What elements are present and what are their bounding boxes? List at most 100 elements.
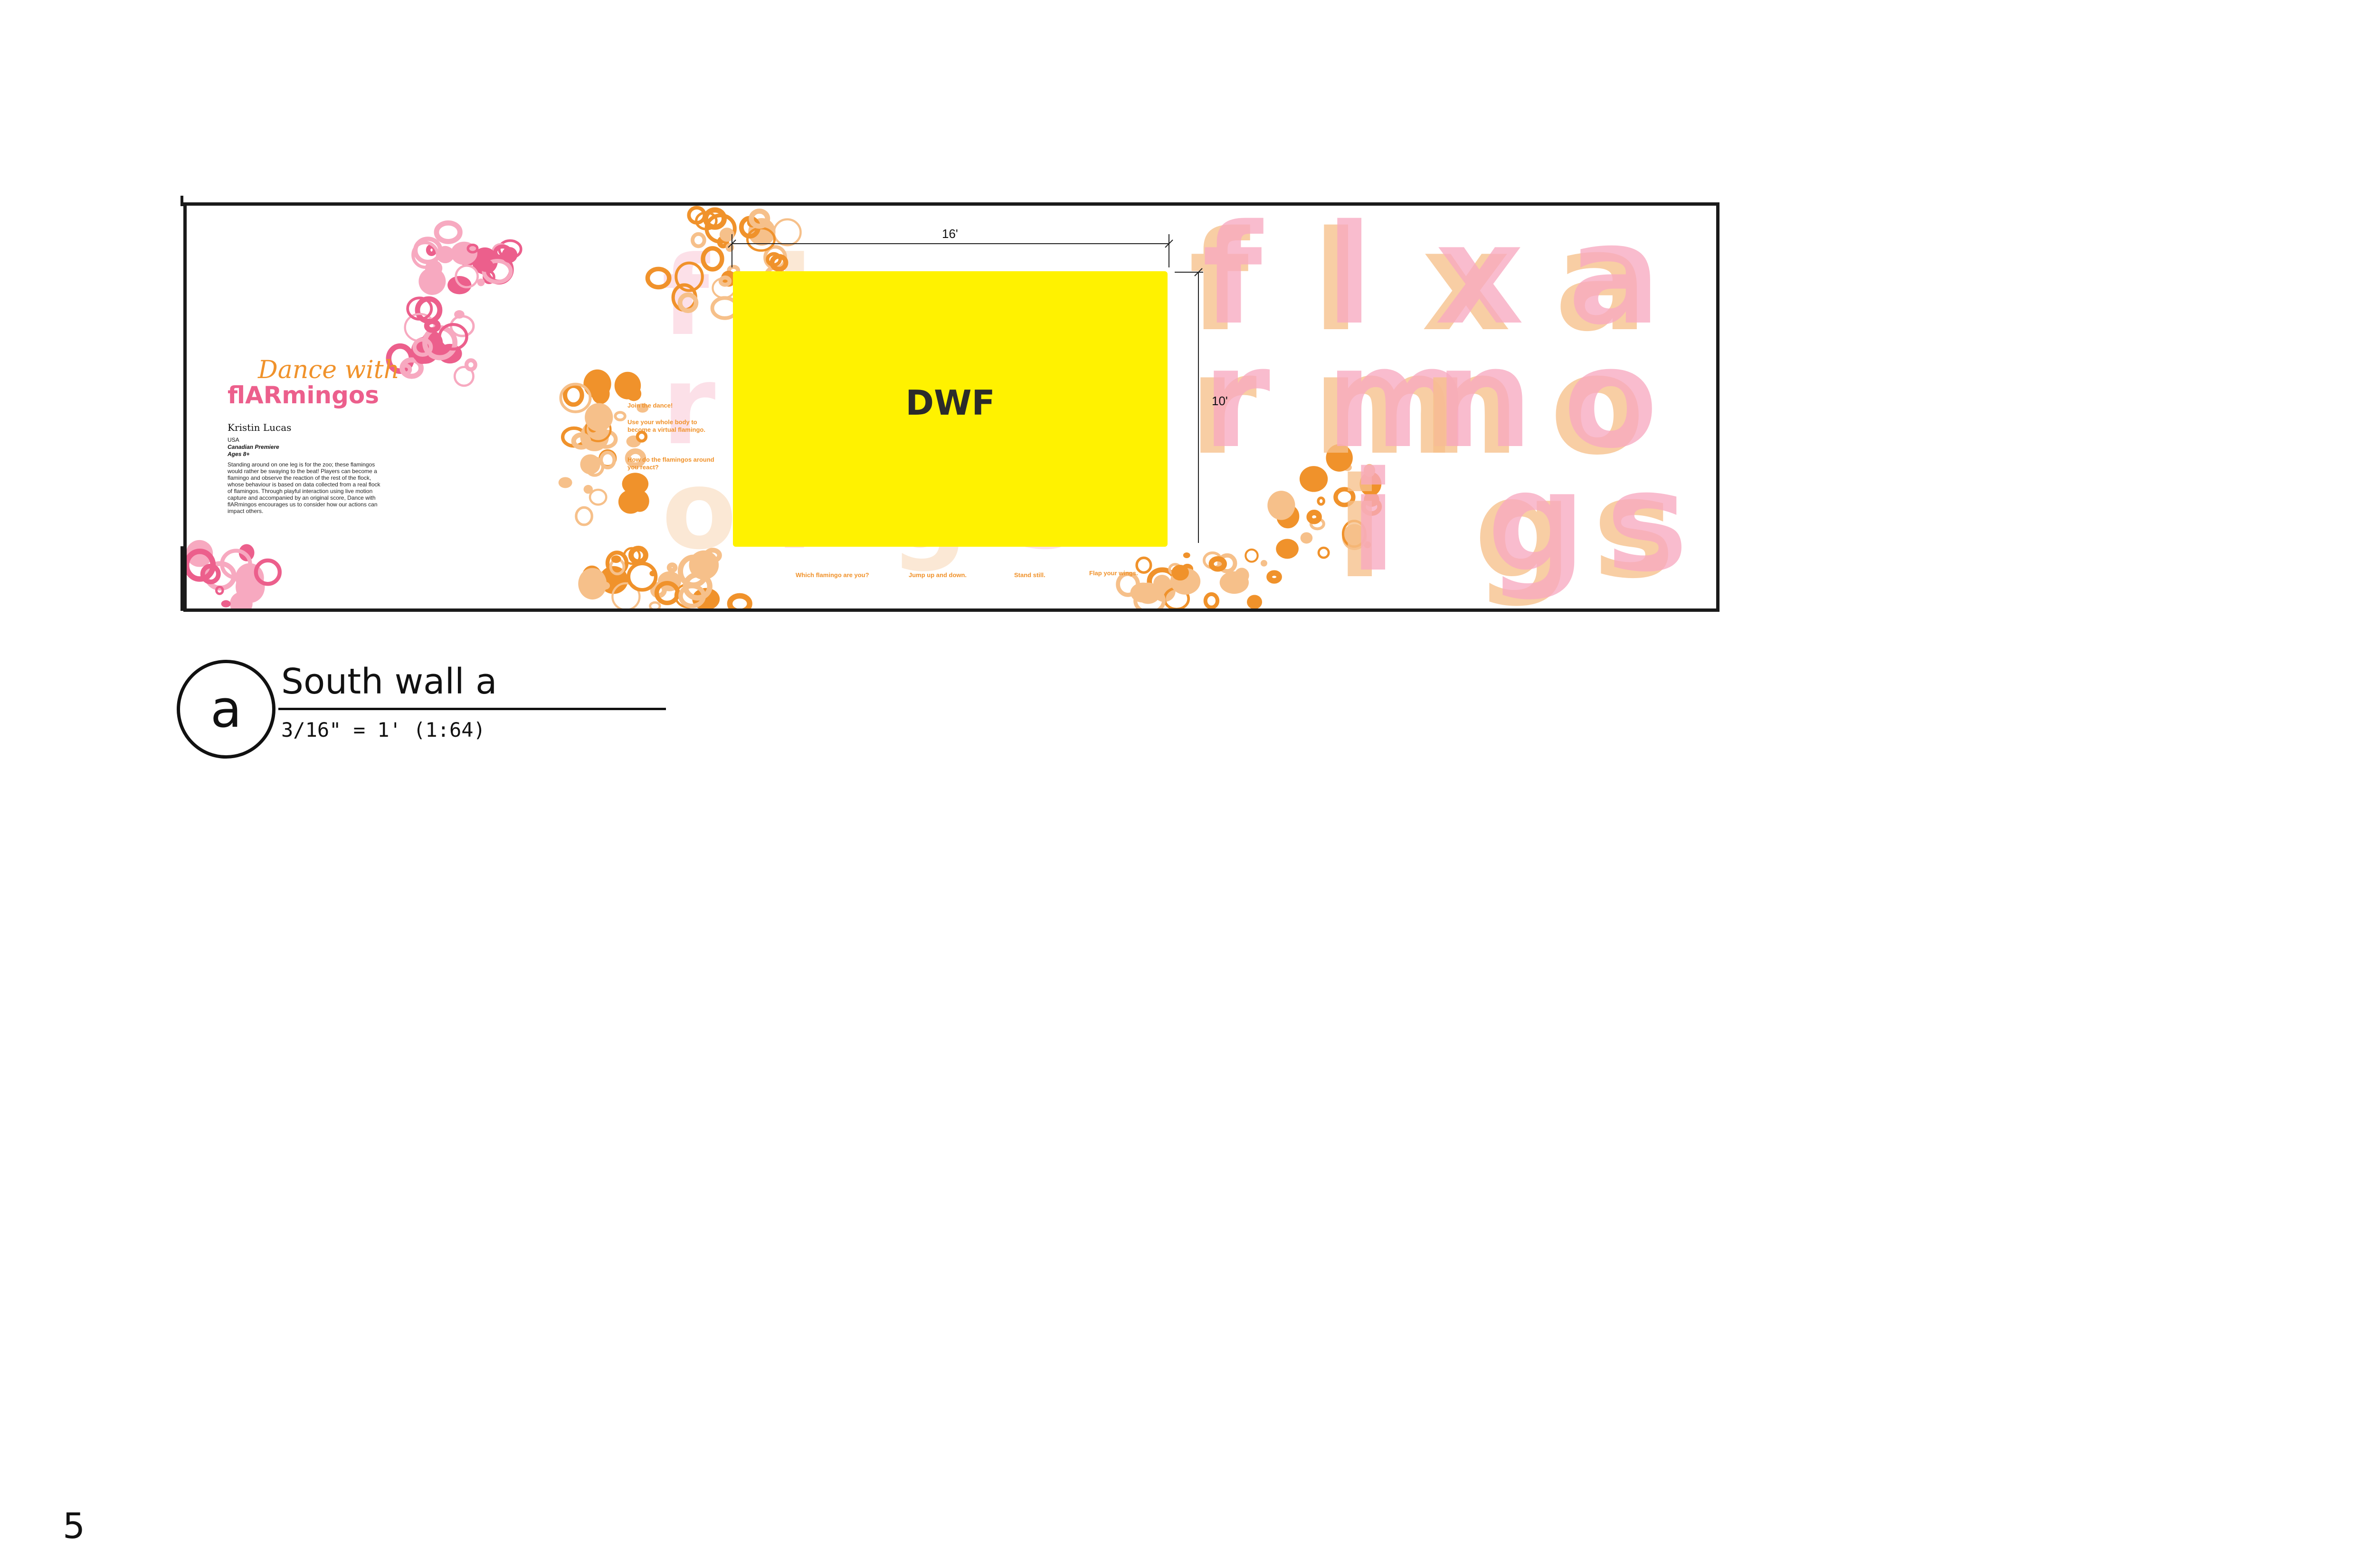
bubble [1217,553,1237,574]
title-letter: r [1189,325,1258,485]
bubble [454,310,465,319]
title-letter: s [1606,442,1688,602]
bubble [1266,570,1282,584]
premiere: Canadian Premiere [228,444,279,450]
bubble [689,550,719,580]
panel-description: Standing around on one leg is for the zo… [228,461,380,514]
title-letter: x [1435,206,1524,355]
bubble [705,596,717,608]
bubble [585,456,605,477]
bubble [1364,541,1371,549]
bubble [187,548,216,582]
bubble [237,574,265,599]
faint-letter: r [662,342,715,469]
bubble [502,247,518,263]
bubble [451,241,478,265]
bubble [695,211,718,230]
title-letter: n [1435,319,1533,479]
bubble [254,558,282,586]
prompt-stand: Stand still. [1014,571,1045,579]
bubble [425,260,443,276]
bubble [478,259,494,272]
view-marker-letter: a [210,679,242,739]
bubble [215,585,224,595]
bubble [623,547,641,565]
bubble [1363,464,1376,477]
bubble [558,477,572,488]
bubble [749,209,770,229]
bubble [691,232,706,248]
bubble [589,488,608,506]
bubble [1333,487,1356,507]
bubble [1317,496,1325,506]
bubble [627,561,658,592]
bubble [595,429,618,449]
panel-title-line2: flARmingos [228,381,379,409]
view-scale: 3/16" = 1' (1:64) [281,718,485,741]
title-letter: l [1326,206,1373,355]
title-letter: r [1202,319,1271,479]
title-letter: g [1487,442,1586,602]
bubble [1247,595,1263,608]
bubble [412,337,433,357]
bubble [1299,466,1328,492]
bubble [583,369,611,399]
bubble [221,600,231,608]
bubble [585,403,613,432]
bubble [1203,592,1220,608]
bubble [406,296,433,321]
screen-label: DWF [905,383,995,423]
bubble [1267,491,1295,520]
title-letter: a [1555,206,1648,362]
prompt-use-body: Use your whole body to become a virtual … [627,418,705,433]
bubble [1219,571,1249,594]
bubble [611,582,641,608]
bubble [438,323,468,351]
bubble-clusters [187,206,1382,608]
bubble [677,292,699,314]
bubble [719,228,735,242]
bubble [571,432,591,450]
prompt-jump: Jump up and down. [909,571,967,579]
bubble [1306,510,1322,524]
panel-title-line1: Dance with [258,356,400,384]
bubble [1260,560,1267,567]
ages: Ages 8+ [228,451,250,457]
bubble [411,241,439,269]
bubble [583,485,593,494]
dwf-screen: DWF [733,271,1168,547]
bubble [630,490,649,512]
bubble [718,276,732,287]
view-marker: a [177,660,276,759]
prompt-flap: Flap your wings. [1089,570,1138,577]
wall-edge-tick [180,196,183,206]
wall-edge-tick [180,546,183,611]
bubble [477,278,485,286]
title-letter: g [1474,449,1573,608]
bubble [649,601,661,608]
title-letter: f [1202,206,1264,355]
bubble [578,568,607,600]
bubble [453,366,475,387]
title-letter: x [1422,206,1510,362]
title-letter: a [1568,206,1661,355]
bubble [636,430,648,443]
bubble [1133,587,1166,608]
title-letter: o [1563,319,1658,479]
bubble [1208,556,1227,572]
bubble [614,411,627,421]
prompt-join: Join the dance! [627,402,673,409]
title-letter: m [1326,319,1469,479]
bubble [636,403,649,413]
bubble [399,357,424,379]
dimension-lines [728,234,1203,543]
view-title: South wall a [281,661,497,702]
artist-name: Kristin Lucas [228,422,292,433]
bubble [1183,552,1190,558]
prompt-how-react: How do the flamingos around you react? [627,456,714,471]
bubble [1359,472,1382,496]
title-letter: f [1189,206,1251,362]
bubble [466,243,479,254]
